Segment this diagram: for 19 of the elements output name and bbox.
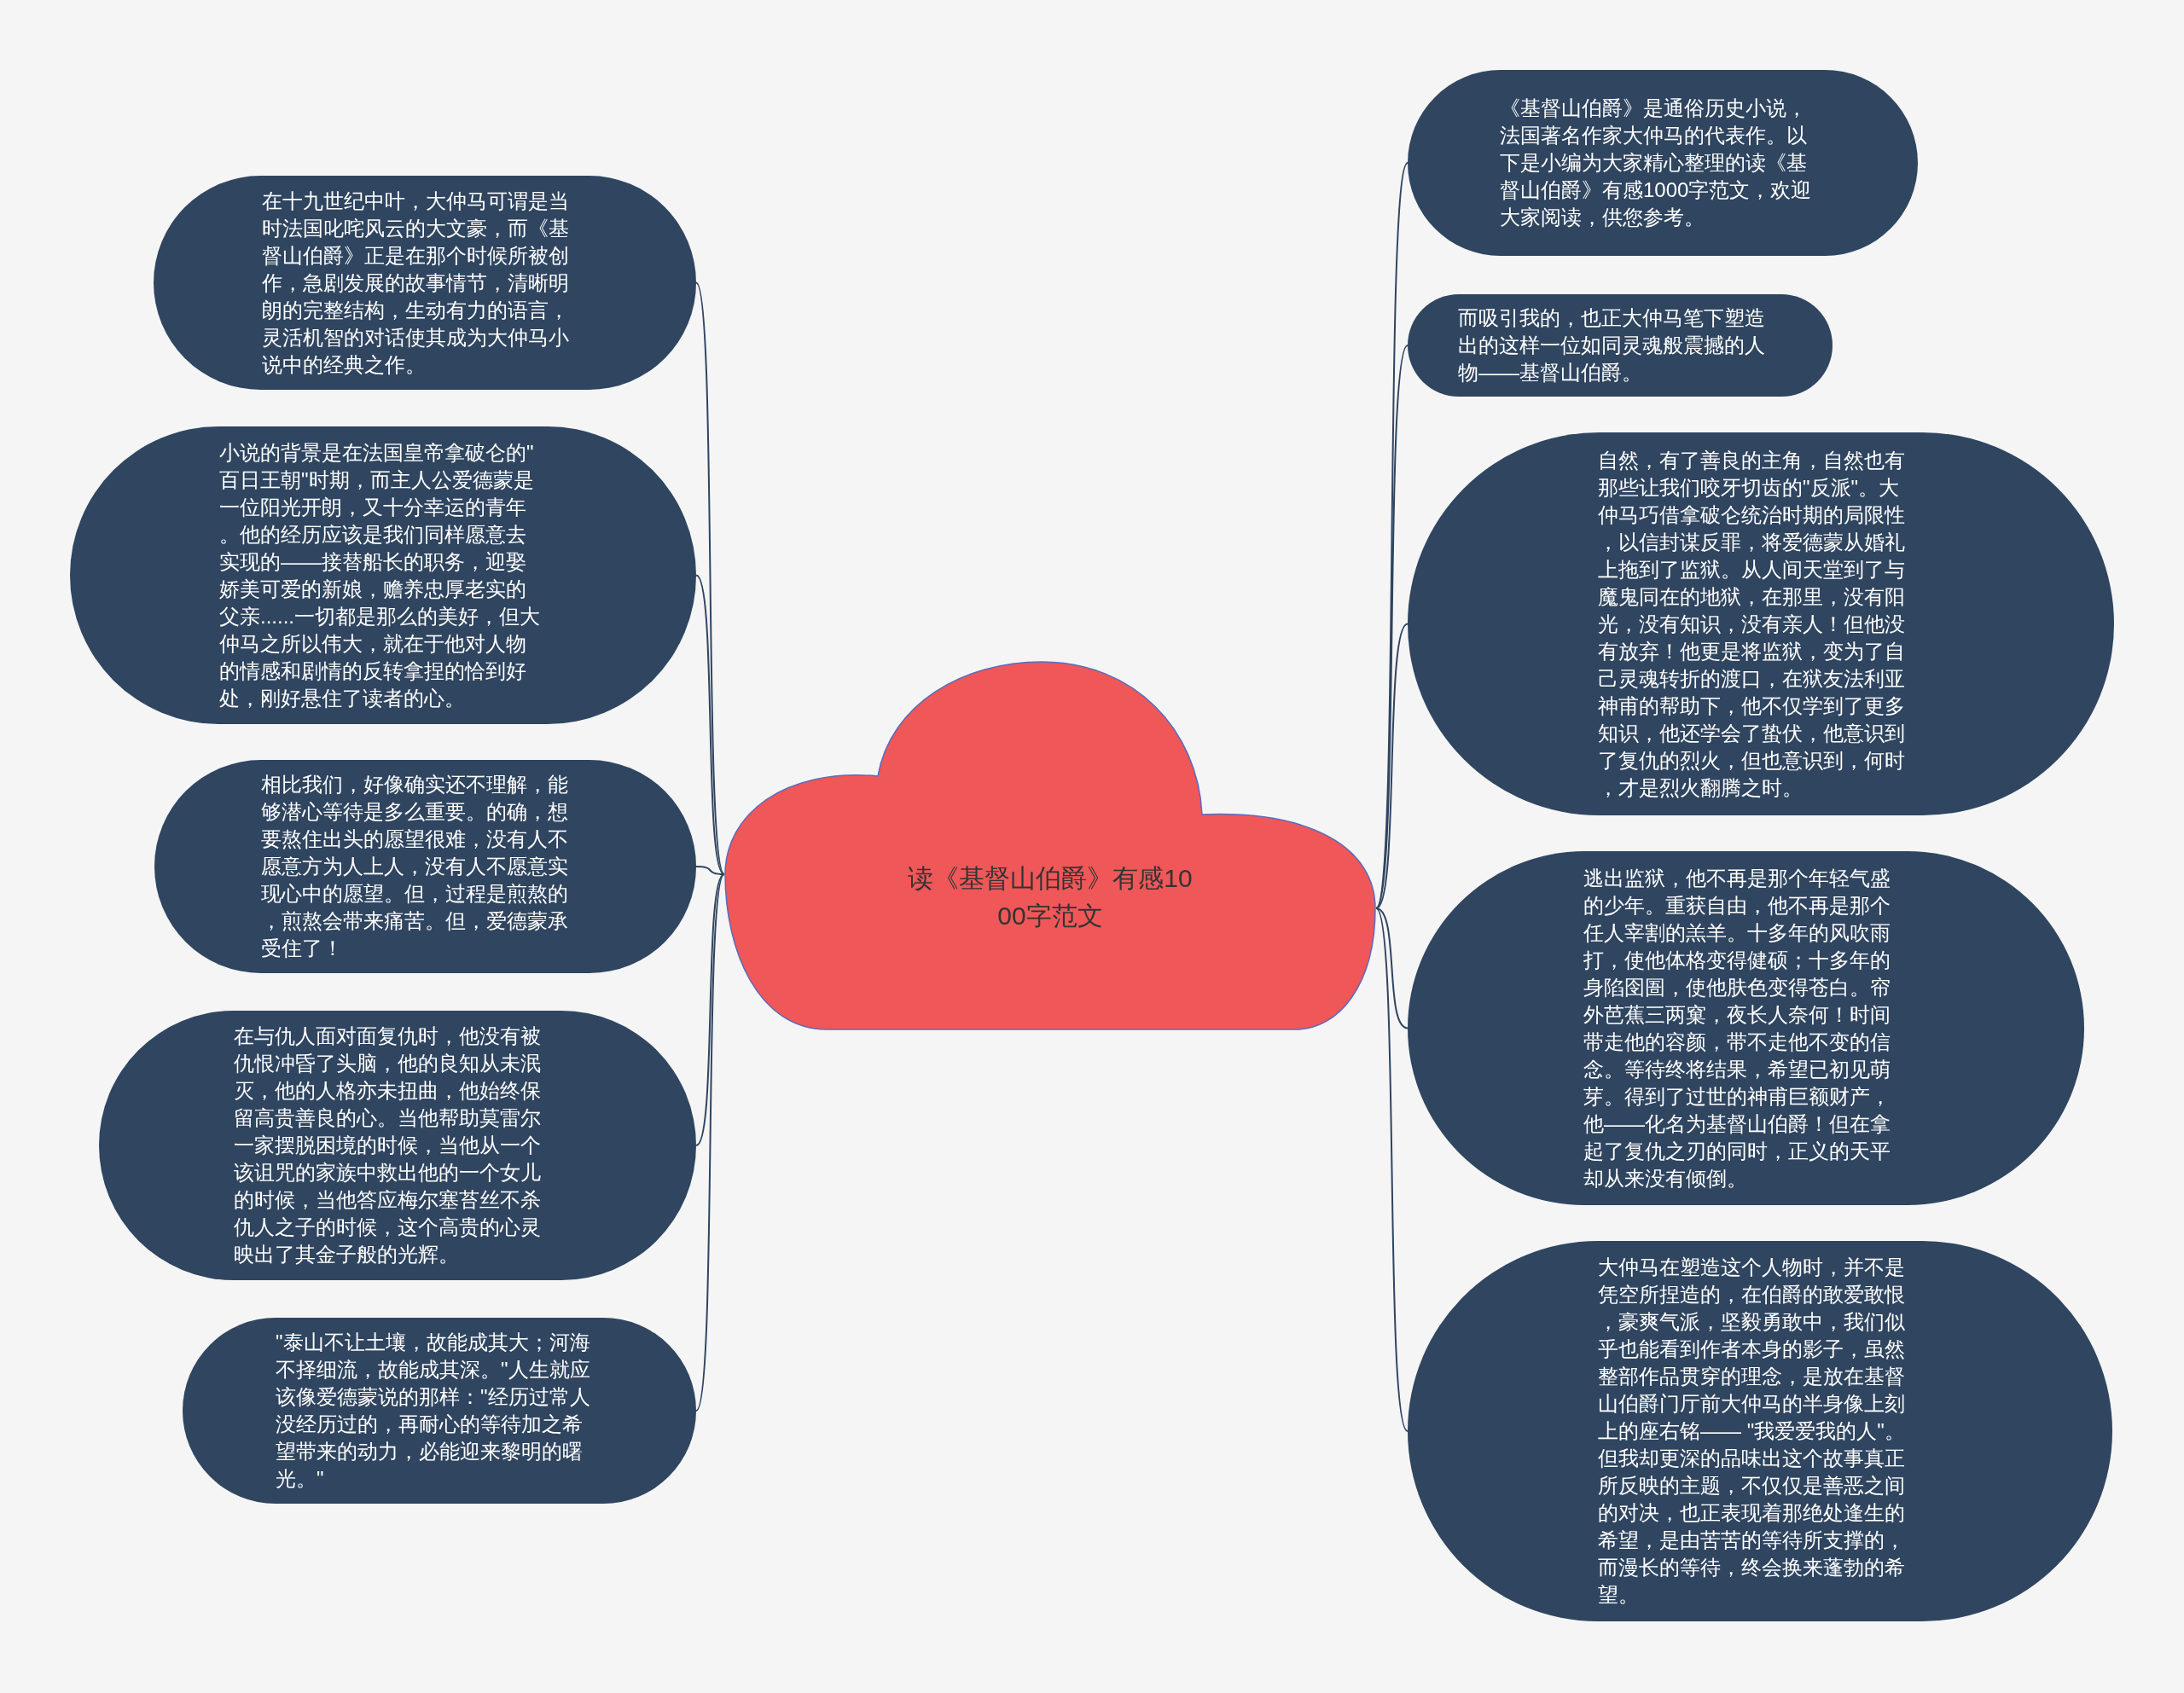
paragraph-text: 逃出监狱，他不再是那个年轻气盛的少年。重获自由，他不再是那个任人宰割的羔羊。十多年的风吹雨打，使他体格变得健硕；十多年的身陷囹圄，使他肤色变得苍白。帘外芭蕉三两窠，夜长人奈何！时间带走他的容颜，带不走他不变的信念。等待终将结果，希望已初见萌芽。得到了过世的神甫巨额财产，他——化名为基督山伯爵！但在拿起了复仇之刃的同时，正义的天平却从来没有倾倒。 [1583, 865, 1891, 1191]
paragraph-text: 在与仇人面对面复仇时，他没有被仇恨冲昏了头脑，他的良知从未泯灭，他的人格亦未扭曲，他始终保留高贵善良的心。当他帮助莫雷尔一家摆脱困境的时候，当他从一个该诅咒的家族中救出他的一个女儿的时候，当他答应梅尔塞苔丝不杀仇人之子的时候，这个高贵的心灵映出了其金子般的光辉。 [234, 1023, 542, 1267]
central-topic-text: 读《基督山伯爵》有感1000字范文 [907, 863, 1194, 931]
paragraph-text: 小说的背景是在法国皇帝拿破仑的"百日王朝"时期，而主人公爱德蒙是一位阳光开朗，又十分幸运的青年。他的经历应该是我们同样愿意去实现的——接替船长的职务，迎娶娇美可爱的新娘，赡养忠厚老实的父亲......一切都是那么的美好，但大仲马之所以伟大，就在于他对人物的情感和剧情的反转拿捏的恰到好处，刚好悬住了读者的心。 [219, 439, 540, 711]
paragraph-text: 在十九世纪中叶，大仲马可谓是当时法国叱咤风云的大文豪，而《基督山伯爵》正是在那个时候所被创作，急剧发展的故事情节，清晰明朗的完整结构，生动有力的语言，灵活机智的对话使其成为大仲马小说中的经典之作。 [262, 188, 570, 378]
connector-line [695, 873, 725, 1146]
connector-line [1375, 623, 1409, 909]
connector-line [695, 873, 725, 1412]
connector-line [1375, 907, 1409, 1029]
paragraph-text: 大仲马在塑造这个人物时，并不是凭空所捏造的，在伯爵的敢爱敢恨，豪爽气派，坚毅勇敢中，我们似乎也能看到作者本身的影子，虽然整部作品贯穿的理念，是放在基督山伯爵门厅前大仲马的半身像上刻上的座右铭—— "我爱爱我的人"。但我却更深的品味出这个故事真正所反映的主题，不仅仅是善恶之间的对决，也正表现着那绝处逢生的希望，是由苦苦的等待所支撑的，而漫长的等待，终会换来蓬勃的希望。 [1598, 1255, 1906, 1608]
paragraph-text: 《基督山伯爵》是通俗历史小说，法国著名作家大仲马的代表作。以下是小编为大家精心整理的读《基督山伯爵》有感1000字范文，欢迎大家阅读，供您参考。 [1500, 96, 1813, 230]
connector-line [1375, 907, 1409, 1432]
connector-line [1375, 345, 1409, 909]
paragraph-text: "泰山不让土壤，故能成其大；河海不择细流，故能成其深。"人生就应该像爱德蒙说的那样："经历过常人没经历过的，再耐心的等待加之希望带来的动力，必能迎来黎明的曙光。" [276, 1330, 591, 1492]
connector-line [695, 574, 725, 875]
paragraph-text: 相比我们，好像确实还不理解，能够潜心等待是多么重要。的确，想要熬住出头的愿望很难，没有人不愿意方为人上人，没有人不愿意实现心中的愿望。但，过程是煎熬的，煎熬会带来痛苦。但，爱德蒙承受住了！ [261, 772, 569, 961]
connector-line [695, 866, 725, 875]
paragraph-text: 而吸引我的，也正大仲马笔下塑造出的这样一位如同灵魂般震撼的人物——基督山伯爵。 [1458, 305, 1766, 386]
paragraph-text: 自然，有了善良的主角，自然也有那些让我们咬牙切齿的"反派"。大仲马巧借拿破仑统治时期的局限性，以信封谋反罪，将爱德蒙从婚礼上拖到了监狱。从人间天堂到了与魔鬼同在的地狱，在那里，没有阳光，没有知识，没有亲人！但他没有放弃！他更是将监狱，变为了自己灵魂转折的渡口，在狱友法利亚神甫的帮助下，他不仅学到了更多知识，他还学会了蛰伏，他意识到了复仇的烈火，但也意识到，何时，才是烈火翻腾之时。 [1598, 447, 1906, 801]
